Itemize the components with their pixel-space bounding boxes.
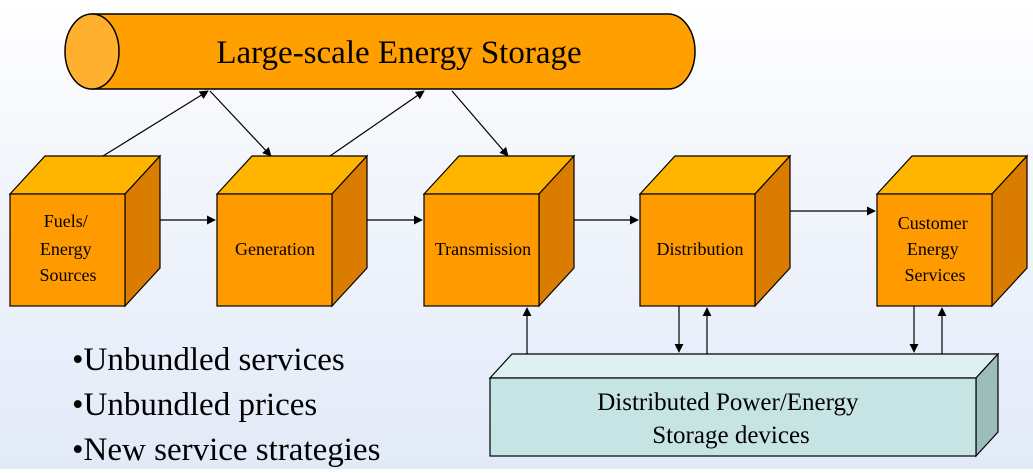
- bullet-item-new-service-strategies: •New service strategies: [72, 432, 381, 468]
- storage-cylinder-end: [64, 13, 120, 90]
- customer-label-line-2: Energy: [907, 239, 959, 259]
- customer-label-line-3: Services: [905, 265, 966, 285]
- svg-text:Customer Energy Se: Customer Energy Services: [898, 213, 973, 285]
- distributed-box-front: [489, 377, 977, 457]
- distribution-label: Distribution: [656, 239, 743, 259]
- svg-text:Distributed Power/Energy: Distributed Power/Energy Storage devices: [597, 389, 865, 449]
- storage-label: Large-scale Energy Storage: [216, 35, 581, 71]
- distribution-box: Distribution: [638, 154, 792, 308]
- fuels-label-line-3: Sources: [40, 265, 97, 285]
- svg-text:Generation: Generation: [235, 239, 315, 259]
- generation-box-front: [216, 193, 333, 307]
- transmission-label: Transmission: [435, 239, 531, 259]
- large-scale-energy-storage: Large-scale Energy Storage: [64, 13, 696, 90]
- generation-box: Generation: [215, 154, 369, 308]
- bullet-item-unbundled-services: •Unbundled services: [72, 342, 345, 378]
- distributed-storage-devices-box: Distributed Power/Energy Storage devices: [488, 352, 1000, 458]
- customer-label-line-1: Customer: [898, 213, 968, 233]
- svg-text:Fuels/ Energy Sour: Fuels/ Energy Sources: [40, 211, 97, 285]
- customer-energy-services-box: Customer Energy Services: [875, 154, 1029, 308]
- arrow-storage-to-generation: [209, 90, 272, 157]
- distributed-label-line-2: Storage devices: [652, 422, 810, 449]
- transmission-box-front: [423, 193, 540, 307]
- distribution-box-front: [639, 193, 756, 307]
- arrow-generation-to-storage: [329, 90, 425, 157]
- fuels-box-front: [9, 193, 126, 307]
- arrow-fuels-to-storage: [102, 90, 209, 157]
- svg-text:Distribution: Distribution: [656, 239, 743, 259]
- svg-text:Transmission: Transmission: [435, 239, 531, 259]
- fuels-label-line-2: Energy: [40, 239, 92, 259]
- transmission-box: Transmission: [422, 154, 576, 308]
- distributed-box-top: [488, 353, 1000, 379]
- storage-cylinder-body: [91, 13, 696, 90]
- customer-box-front: [876, 193, 993, 307]
- bullet-item-unbundled-prices: •Unbundled prices: [72, 387, 318, 423]
- arrow-storage-to-transmission: [451, 90, 509, 157]
- fuels-label-line-1: Fuels/: [44, 211, 88, 231]
- bullet-list: •Unbundled services •Unbundled prices •N…: [72, 338, 380, 473]
- fuels-energy-sources-box: Fuels/ Energy Sources: [8, 154, 162, 308]
- flow-arrows: [102, 90, 947, 354]
- distributed-label-line-1: Distributed Power/Energy: [597, 389, 859, 416]
- generation-label: Generation: [235, 239, 315, 259]
